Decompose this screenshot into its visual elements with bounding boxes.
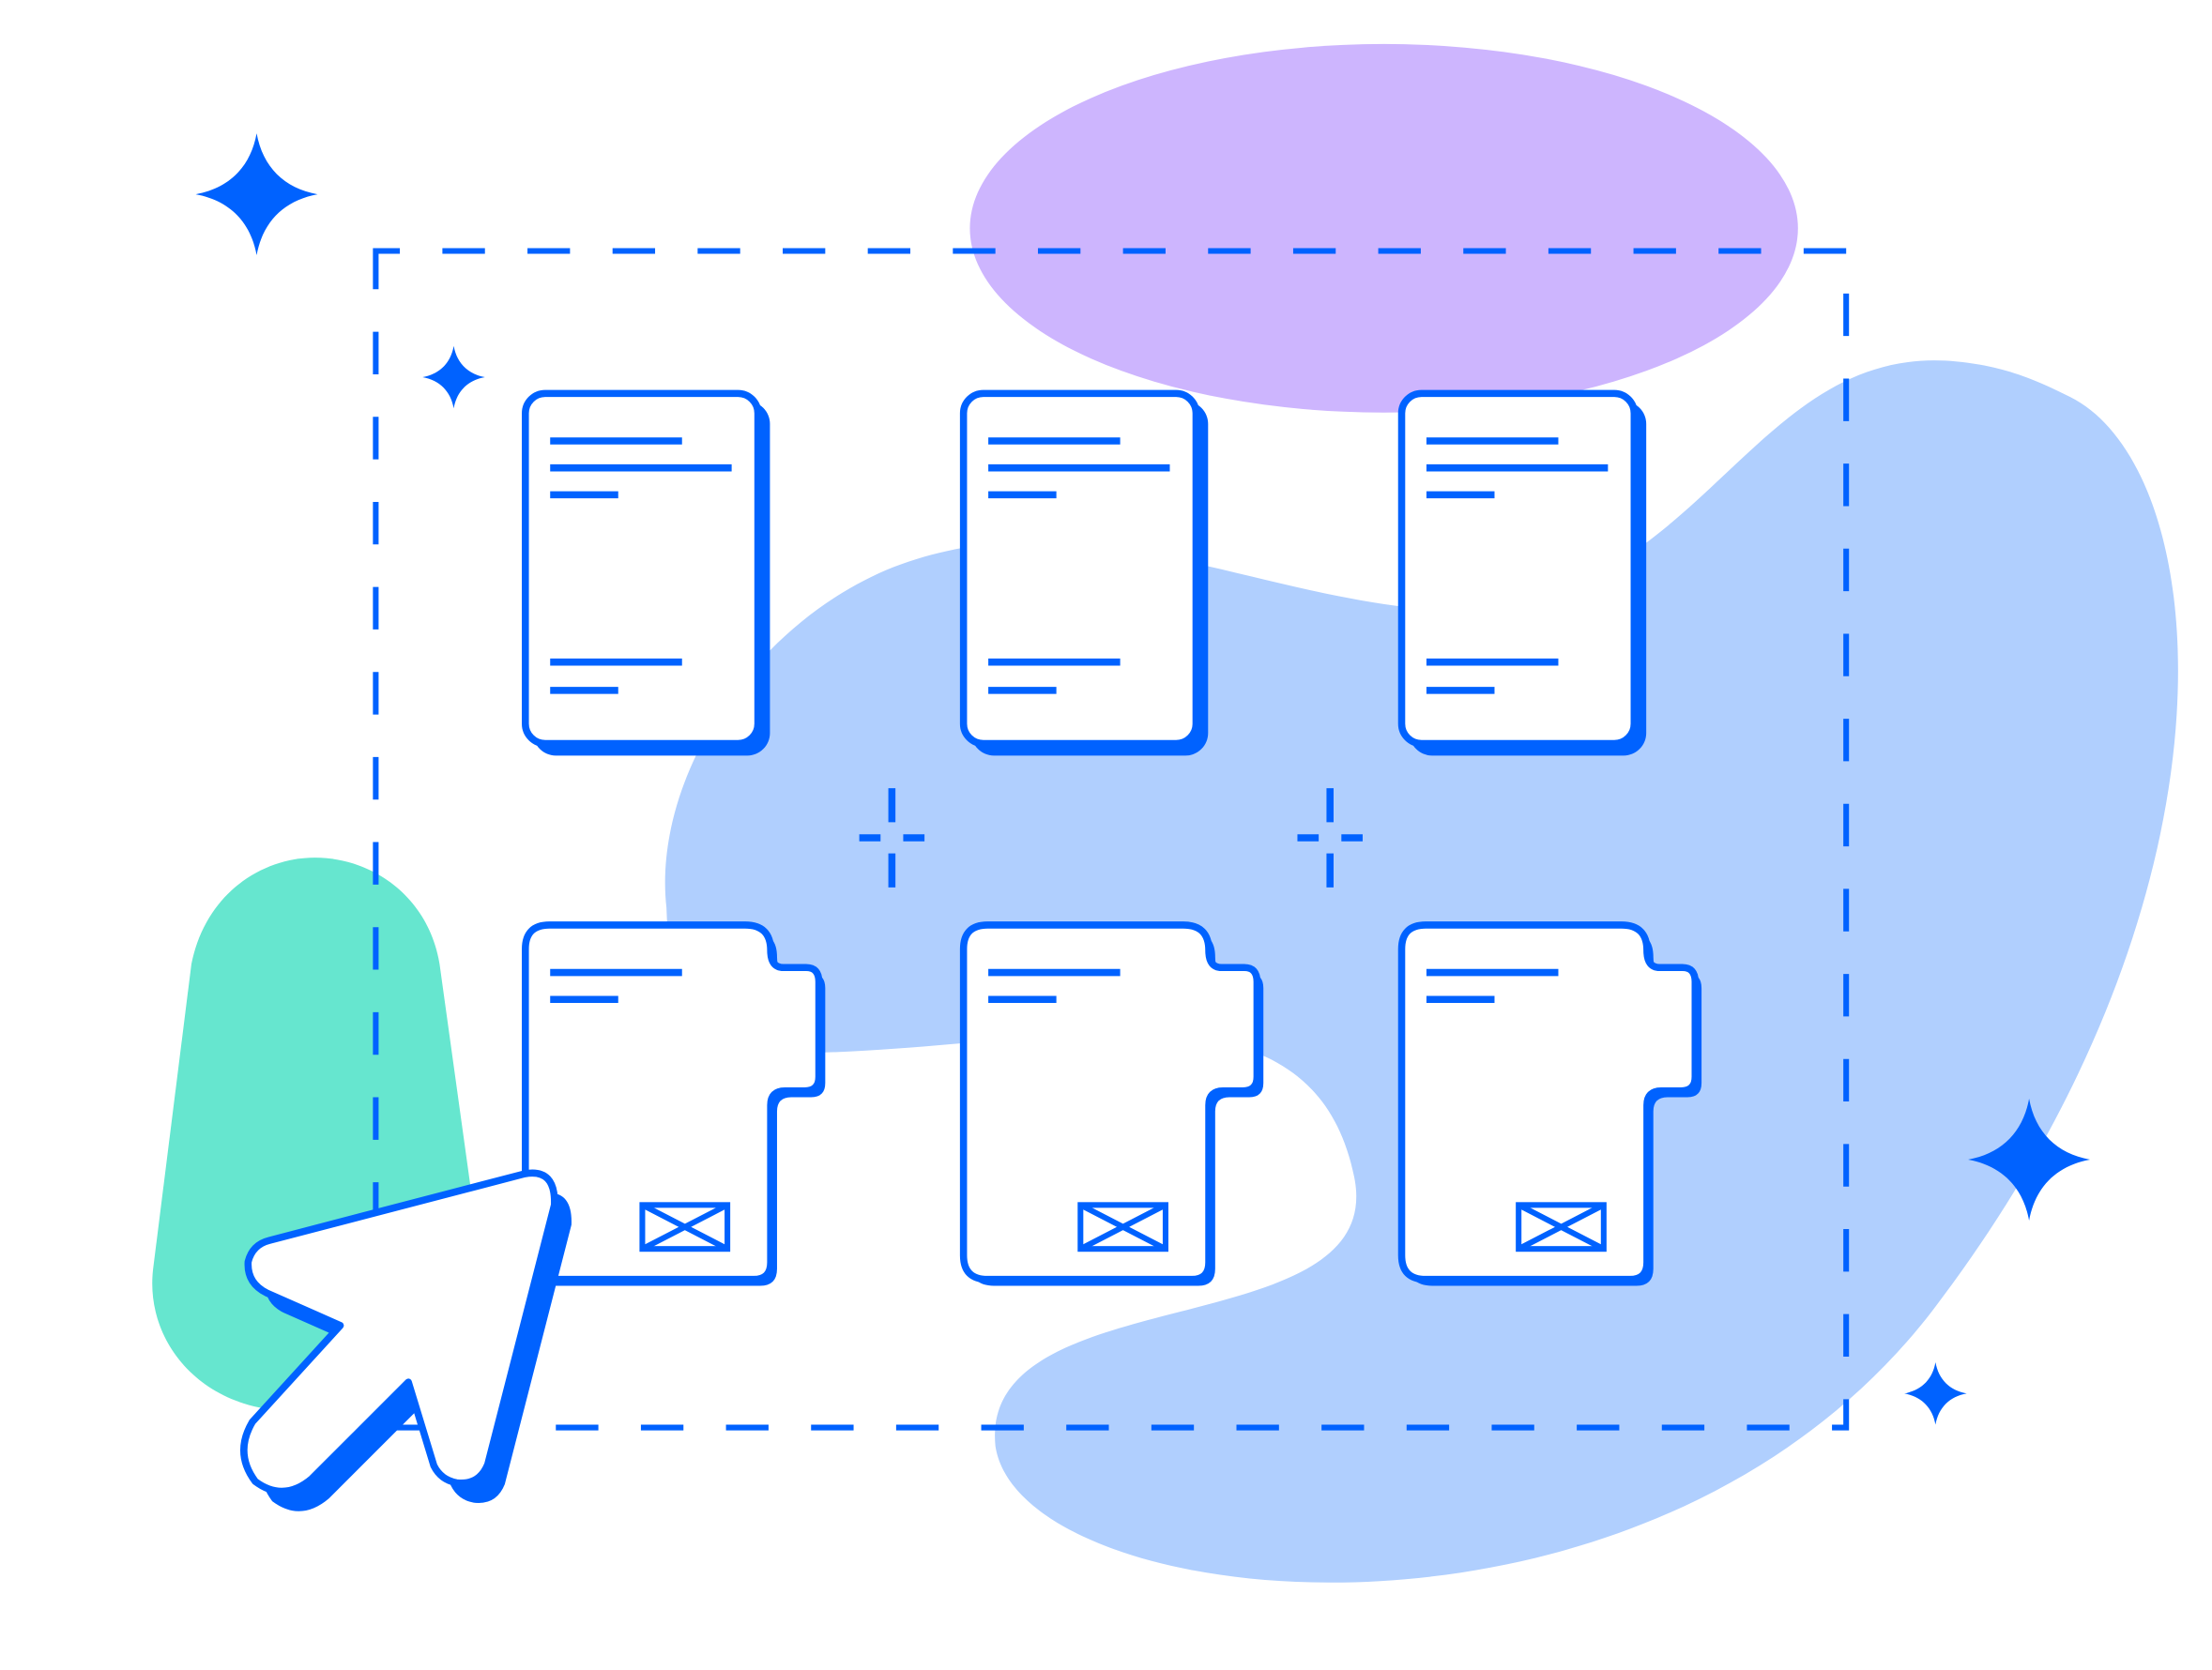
document-icon[interactable] xyxy=(1402,393,1647,755)
sparkle-icon xyxy=(422,345,485,409)
sparkle-icon xyxy=(195,133,318,256)
dashed-selection-rectangle xyxy=(373,248,1850,1431)
document-icon[interactable] xyxy=(526,393,770,755)
sparkle-icon xyxy=(1904,1362,1967,1425)
file-envelope-icon[interactable] xyxy=(526,925,826,1286)
document-icon[interactable] xyxy=(964,393,1209,755)
purple-blob xyxy=(969,43,1798,413)
file-envelope-icon[interactable] xyxy=(964,925,1264,1286)
